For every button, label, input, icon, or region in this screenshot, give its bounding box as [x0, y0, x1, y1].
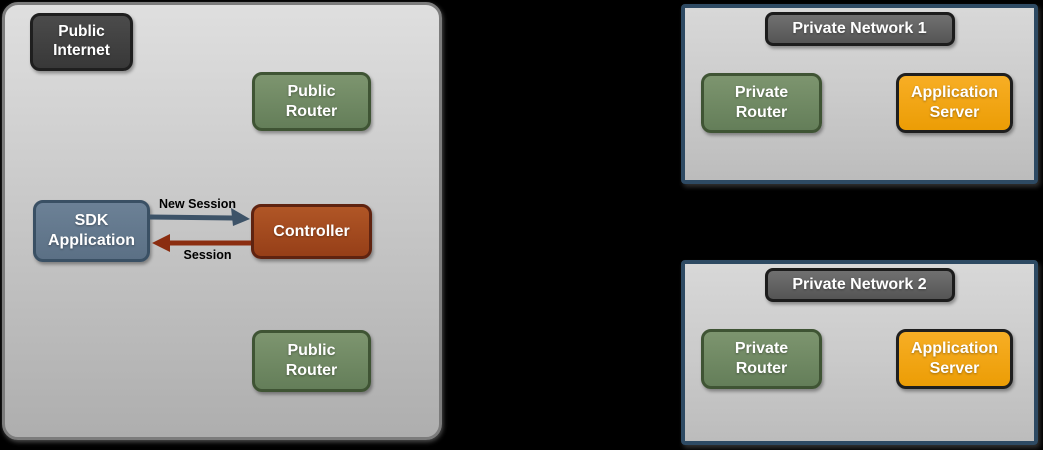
public-router-bottom-node: Public Router [252, 330, 371, 392]
controller-node: Controller [251, 204, 372, 259]
public-internet-zone: Public Internet Public Router SDK Applic… [2, 2, 442, 440]
private-network-2-app-server-label: Application Server [910, 340, 999, 377]
private-network-1-router-label: Private Router [734, 84, 789, 121]
new-session-arrow [149, 208, 250, 226]
public-internet-label: Public Internet [53, 23, 110, 59]
session-arrows-layer [149, 208, 251, 252]
private-network-2-title-box: Private Network 2 [764, 268, 955, 303]
public-internet-label-box: Public Internet [30, 13, 133, 71]
private-network-1-app-server-node: Application Server [896, 73, 1013, 133]
sdk-application-node: SDK Application [33, 200, 150, 262]
public-router-bottom-label: Public Router [285, 342, 338, 379]
private-network-2-router-label: Private Router [734, 340, 789, 377]
session-arrow-label: Session [183, 248, 232, 262]
sdk-application-label: SDK Application [47, 212, 136, 249]
private-network-2-container: Private Network 2 Private Router Applica… [681, 260, 1038, 445]
session-arrow [152, 234, 251, 252]
private-network-2-title: Private Network 2 [792, 276, 927, 293]
private-network-1-title-box: Private Network 1 [764, 12, 955, 47]
private-network-1-app-server-label: Application Server [910, 84, 999, 121]
private-network-1-router-node: Private Router [701, 73, 822, 133]
private-network-2-app-server-node: Application Server [896, 329, 1013, 389]
controller-label: Controller [273, 222, 350, 240]
new-session-arrow-label: New Session [158, 197, 237, 211]
private-network-1-title: Private Network 1 [792, 20, 927, 37]
public-router-top-label: Public Router [285, 82, 338, 120]
public-router-top-node: Public Router [252, 72, 371, 131]
private-network-1-container: Private Network 1 Private Router Applica… [681, 4, 1038, 184]
private-network-2-router-node: Private Router [701, 329, 822, 389]
